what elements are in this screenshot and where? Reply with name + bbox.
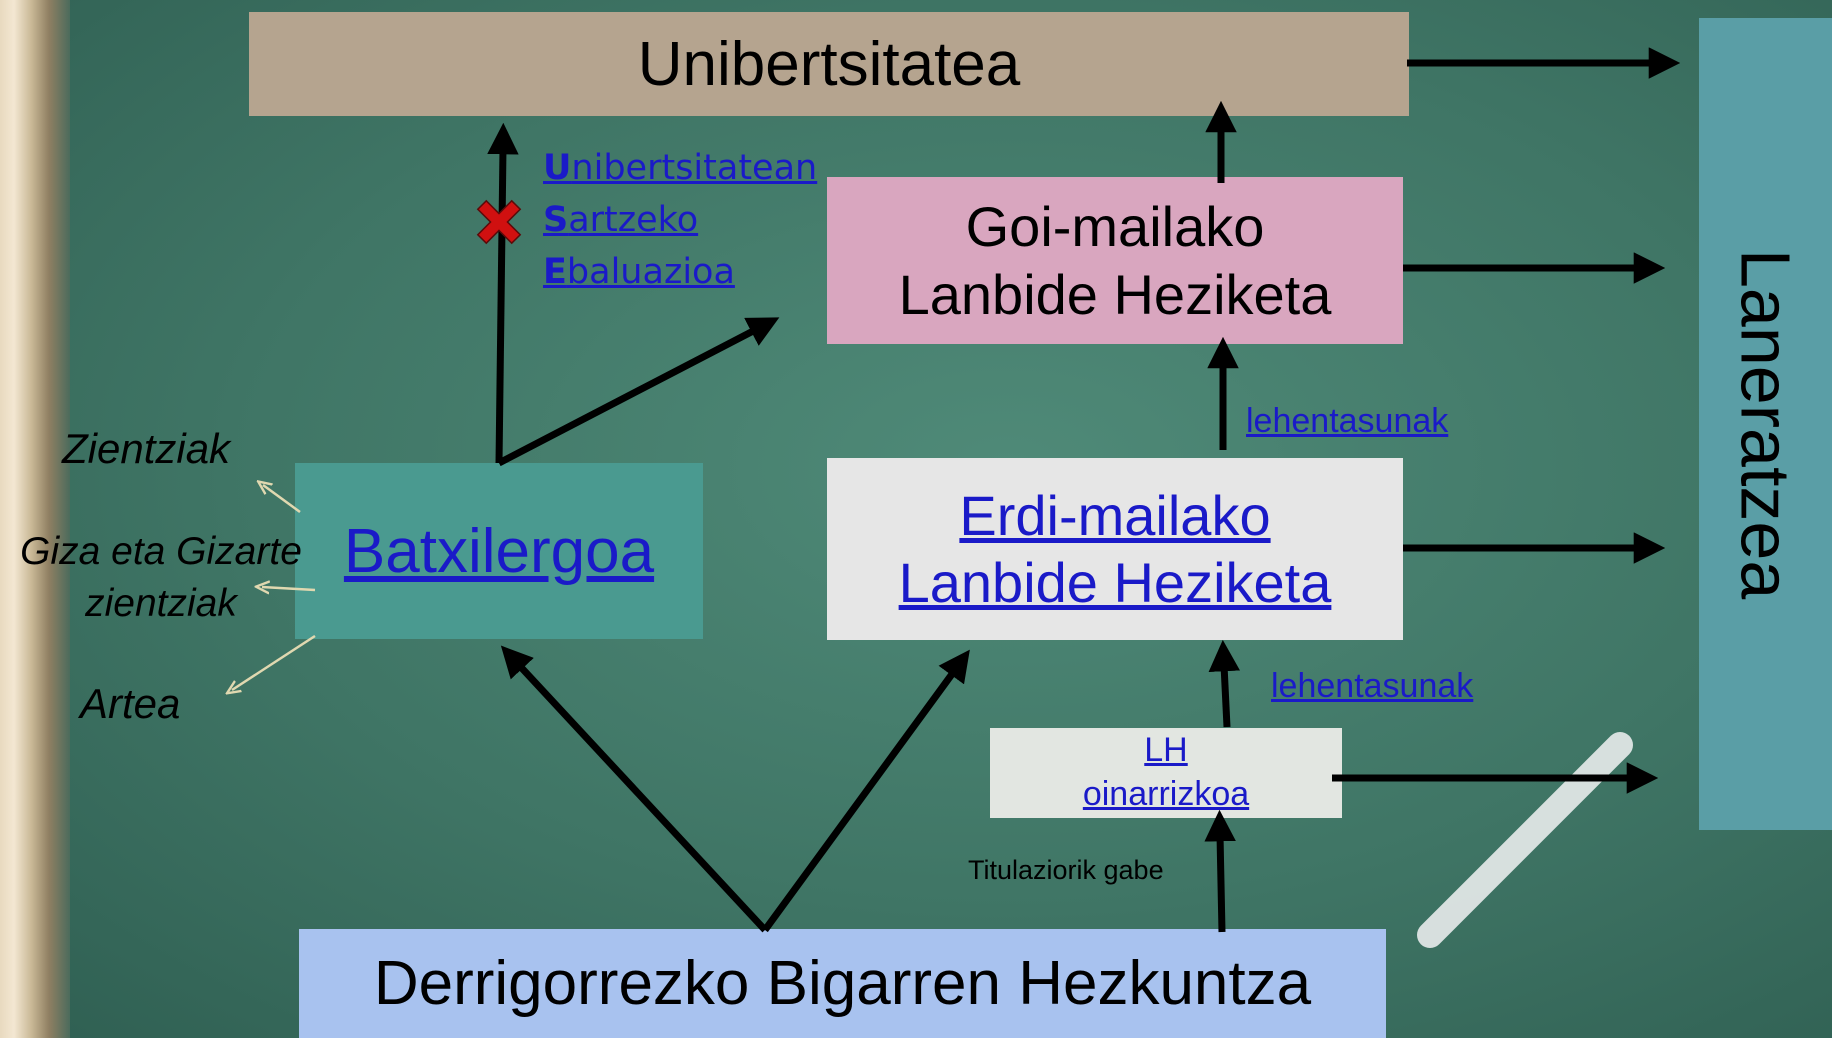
erdi-link-line1[interactable]: Erdi-mailako — [959, 483, 1271, 547]
arrow-dbh-to-batx — [500, 645, 768, 933]
arrow-dbh-to-erdi — [762, 649, 970, 933]
arrow-dbh-to-lh — [1204, 809, 1236, 933]
arrow-batx-to-uni — [487, 122, 519, 464]
arrow-batx-to-goi — [497, 317, 780, 467]
red-cross-icon — [476, 199, 522, 245]
unibertsitatea-label: Unibertsitatea — [637, 29, 1021, 99]
unibertsitatea-box: Unibertsitatea — [249, 12, 1409, 116]
arrow-batx-to-giza — [262, 587, 316, 590]
batxilergoa-box[interactable]: Batxilergoa — [295, 463, 703, 639]
artea-label: Artea — [80, 680, 181, 727]
titulaziorik-gabe-label: Titulaziorik gabe — [968, 855, 1164, 885]
zientziak-label: Zientziak — [62, 425, 231, 472]
arrow-batx-to-zientziak — [263, 485, 301, 514]
batxilergoa-link[interactable]: Batxilergoa — [343, 516, 655, 586]
board-frame — [0, 0, 70, 1038]
chalk-stick — [1417, 732, 1633, 948]
erdi-link-line2[interactable]: Lanbide Heziketa — [898, 551, 1332, 614]
lehentasunak-link-lower[interactable]: lehentasunak — [1271, 667, 1474, 705]
arrow-lh-to-erdi — [1208, 639, 1241, 728]
use-link-line1[interactable]: Unibertsitatean — [543, 148, 818, 188]
use-links[interactable]: Unibertsitatean Sartzeko Ebaluazioa — [543, 142, 817, 298]
lh-link-line1[interactable]: LH — [1144, 731, 1188, 770]
lh-link-line2[interactable]: oinarrizkoa — [1082, 775, 1250, 813]
giza-zientziak-label: Giza eta Gizarte zientziak — [20, 530, 302, 625]
lehentasunak-link-upper[interactable]: lehentasunak — [1246, 402, 1449, 440]
use-link-line3[interactable]: Ebaluazioa — [543, 252, 735, 292]
goi-mailako-lh-box: Goi-mailako Lanbide Heziketa — [827, 177, 1403, 344]
dbh-label: Derrigorrezko Bigarren Hezkuntza — [373, 949, 1312, 1018]
laneratzea-box: Laneratzea — [1699, 18, 1832, 830]
dbh-box: Derrigorrezko Bigarren Hezkuntza — [299, 929, 1386, 1038]
goi-label-line2: Lanbide Heziketa — [898, 262, 1332, 326]
erdi-mailako-lh-box[interactable]: Erdi-mailako Lanbide Heziketa — [827, 458, 1403, 640]
laneratzea-label: Laneratzea — [1726, 248, 1805, 600]
arrow-batx-to-artea — [232, 634, 316, 690]
use-link-line2[interactable]: Sartzeko — [543, 200, 699, 240]
goi-label-line1: Goi-mailako — [965, 195, 1265, 259]
lh-oinarrizkoa-box[interactable]: LH oinarrizkoa — [990, 728, 1342, 818]
